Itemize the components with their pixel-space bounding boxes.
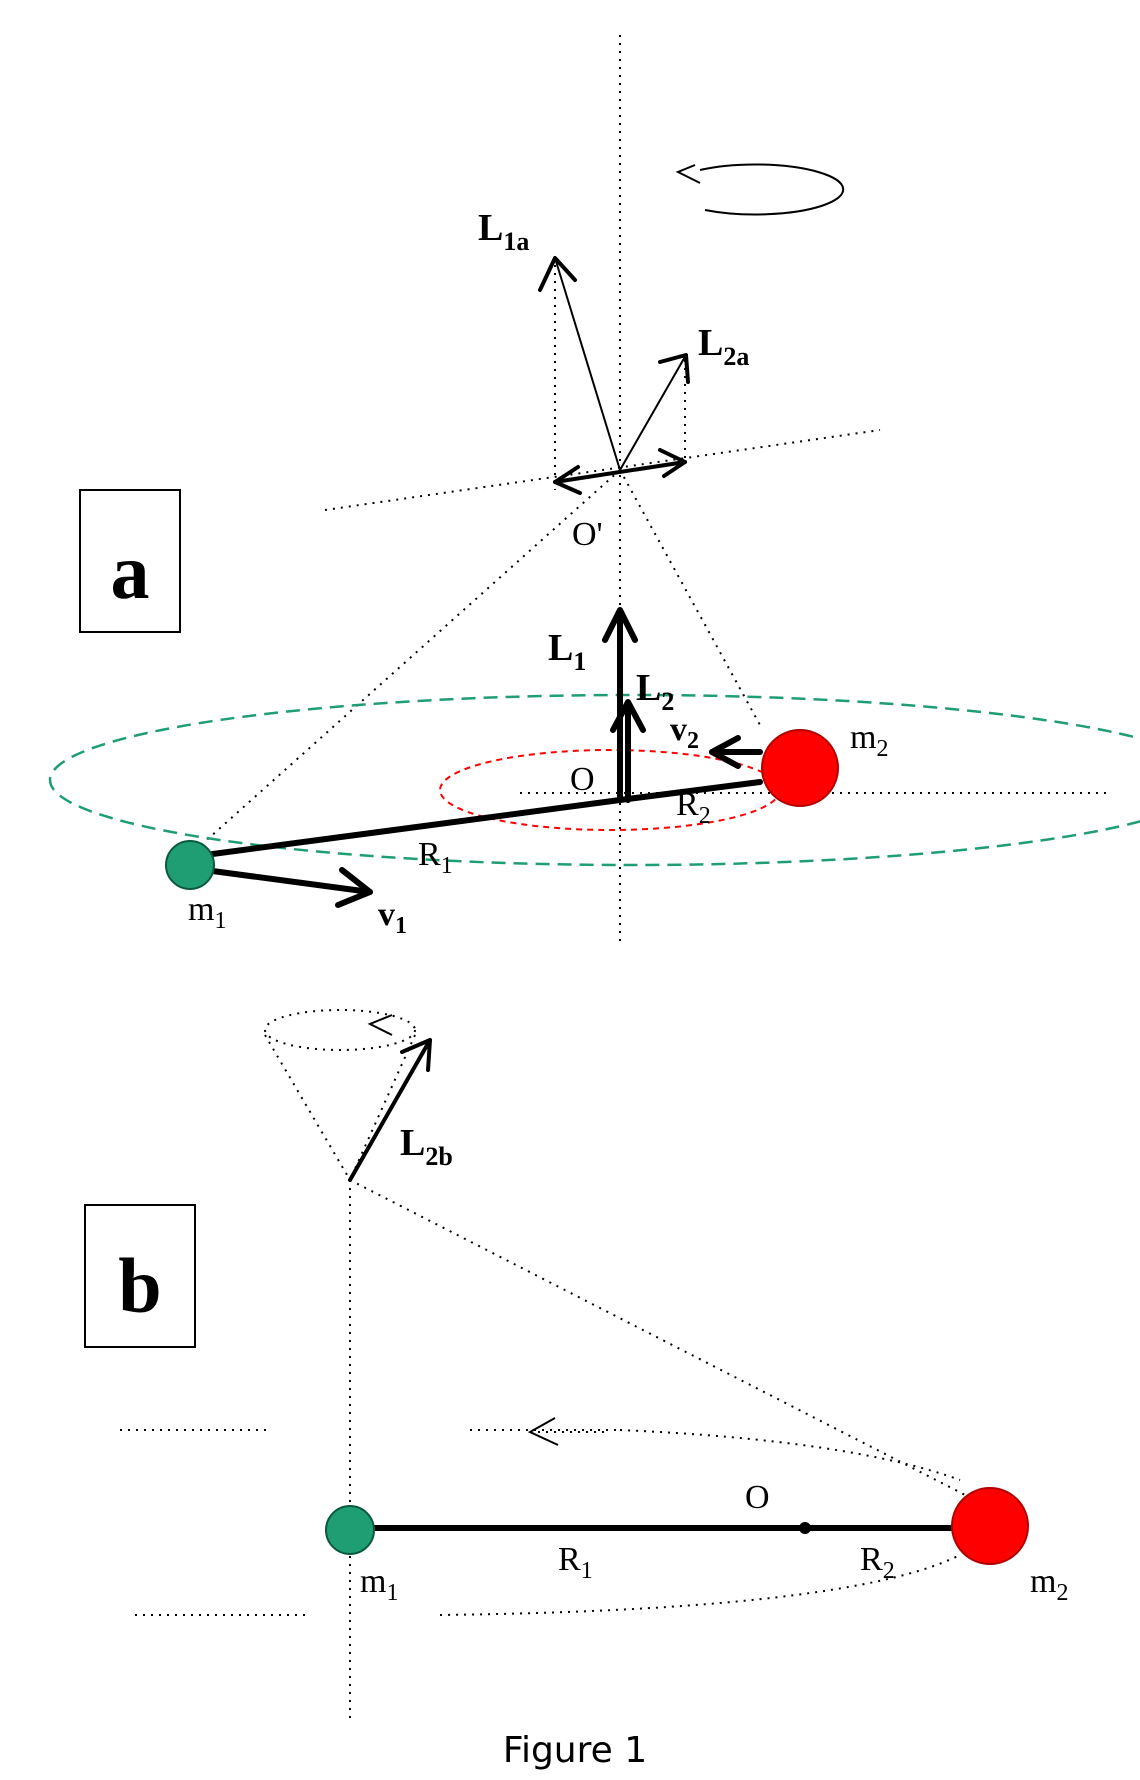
- svg-text:R2: R2: [676, 786, 711, 829]
- svg-text:v1: v1: [378, 896, 407, 939]
- label-m2-a-sub: 2: [876, 736, 888, 762]
- v2-velocity-arrow: [709, 735, 763, 769]
- cone-left-b: [264, 1034, 351, 1181]
- precession-rotation-symbol-a: [675, 163, 845, 216]
- l2-vector-arrow: [610, 699, 646, 803]
- svg-text:m1: m1: [188, 891, 226, 934]
- label-m1-a: m: [188, 891, 214, 928]
- label-m2-b-sub: 2: [1056, 1580, 1068, 1606]
- svg-text:m1: m1: [360, 1563, 398, 1606]
- label-r2-b: R: [860, 1541, 883, 1578]
- svg-text:R1: R1: [558, 1541, 593, 1584]
- l2b-vector-arrow: [348, 1038, 432, 1182]
- l2a-vector-arrow: [619, 353, 690, 471]
- label-m1-b-sub: 1: [386, 1580, 398, 1606]
- label-l2-sub: 2: [661, 687, 674, 716]
- l1-vector-arrow: [602, 607, 638, 803]
- mass-m1-a: [165, 840, 215, 890]
- svg-text:m2: m2: [850, 719, 888, 762]
- label-l2a-sub: 2a: [723, 342, 749, 371]
- label-l1: L: [548, 627, 573, 669]
- svg-text:L2a: L2a: [698, 322, 749, 371]
- v1-velocity-arrow: [187, 865, 373, 908]
- label-r1-b-sub: 1: [581, 1558, 593, 1584]
- label-m1-a-sub: 1: [214, 908, 226, 934]
- label-r1-a: R: [418, 836, 441, 873]
- label-m2-b: m: [1030, 1563, 1056, 1600]
- svg-text:L2b: L2b: [400, 1122, 453, 1171]
- mass-m2-b: [951, 1487, 1029, 1565]
- mass-m1-b: [325, 1505, 375, 1555]
- label-o-prime: O': [572, 516, 603, 553]
- label-r2-a: R: [676, 786, 699, 823]
- svg-text:m2: m2: [1030, 1563, 1068, 1606]
- figure-caption: Figure 1: [503, 1730, 647, 1771]
- orbit-arrowhead-b: [527, 1417, 559, 1446]
- tilted-plane-line-a: [324, 429, 881, 511]
- label-l2b: L: [400, 1122, 425, 1164]
- label-v1: v: [378, 896, 395, 933]
- label-v2-sub: 2: [687, 728, 699, 754]
- panel-a-label: a: [111, 528, 150, 615]
- panel-b: b L2b O m1 R1 R2 m2: [84, 1009, 1068, 1720]
- l1a-vector-arrow: [538, 256, 621, 471]
- panel-b-label-box: [84, 1204, 196, 1348]
- label-o-b: O: [745, 1479, 770, 1516]
- label-v2: v: [670, 711, 687, 748]
- cone-line-m1-a: [189, 469, 621, 856]
- label-v1-sub: 1: [395, 913, 407, 939]
- label-m1-b: m: [360, 1563, 386, 1600]
- label-r1-b: R: [558, 1541, 581, 1578]
- rod-r2-a: [617, 779, 763, 803]
- panel-b-label: b: [118, 1242, 161, 1329]
- orbit-m1-a: [48, 693, 1140, 867]
- svg-text:L2: L2: [636, 667, 674, 716]
- panel-a: a L1a L2a O' L1 L2 v2 m2 O R2 R1 m1: [48, 35, 1140, 945]
- label-l1-sub: 1: [573, 647, 586, 676]
- oprime-components-arrows: [553, 448, 687, 495]
- label-o-a: O: [570, 761, 595, 798]
- label-r2-a-sub: 2: [699, 803, 711, 829]
- label-m2-a: m: [850, 719, 876, 756]
- svg-text:L1a: L1a: [478, 207, 529, 256]
- cone-line-m2-a: [619, 469, 761, 726]
- panel-a-label-box: [79, 489, 181, 633]
- svg-text:v2: v2: [670, 711, 699, 754]
- label-l2a: L: [698, 322, 723, 364]
- rod-r1-a: [187, 797, 623, 860]
- label-l2: L: [636, 667, 661, 709]
- label-r1-a-sub: 1: [441, 853, 453, 879]
- label-l1a-sub: 1a: [503, 227, 529, 256]
- label-l2b-sub: 2b: [425, 1142, 452, 1171]
- orbit-curve-top-b: [619, 1429, 961, 1481]
- precession-ellipse-b: [264, 1009, 416, 1051]
- precession-arrowhead-b: [367, 1014, 393, 1036]
- svg-text:R2: R2: [860, 1541, 895, 1584]
- cone-line-m2-b: [349, 1179, 976, 1501]
- svg-text:L1: L1: [548, 627, 586, 676]
- center-of-mass-b: [799, 1522, 811, 1534]
- label-l1a: L: [478, 207, 503, 249]
- svg-text:R1: R1: [418, 836, 453, 879]
- mass-m2-a: [761, 729, 839, 807]
- label-r2-b-sub: 2: [883, 1558, 895, 1584]
